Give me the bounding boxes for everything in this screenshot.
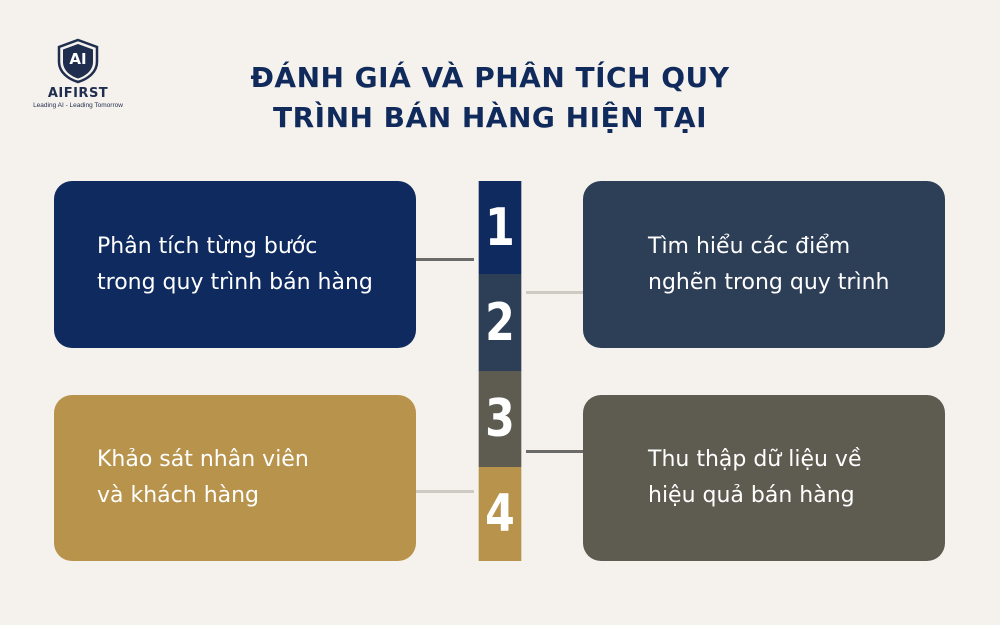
shield-icon	[57, 38, 99, 84]
step-card-1: Phân tích từng bước trong quy trình bán …	[54, 181, 416, 348]
brand-tagline: Leading AI - Leading Tomorrow	[33, 102, 123, 109]
page-title: ĐÁNH GIÁ VÀ PHÂN TÍCH QUY TRÌNH BÁN HÀNG…	[200, 58, 780, 138]
step-1-line-2: trong quy trình bán hàng	[97, 269, 373, 295]
title-line-2: TRÌNH BÁN HÀNG HIỆN TẠI	[272, 101, 707, 134]
logo-monogram: AI	[69, 50, 87, 68]
step-card-3: Khảo sát nhân viên và khách hàng	[54, 395, 416, 561]
title-line-1: ĐÁNH GIÁ VÀ PHÂN TÍCH QUY	[250, 61, 730, 94]
step-number-4: 4	[478, 467, 522, 561]
brand-name: AIFIRST	[47, 86, 109, 101]
step-4-line-1: Thu thập dữ liệu về	[648, 447, 862, 472]
step-4-line-2: hiệu quả bán hàng	[648, 483, 855, 508]
step-3-line-1: Khảo sát nhân viên	[97, 447, 309, 472]
step-number-1: 1	[478, 181, 522, 274]
step-3-line-2: và khách hàng	[97, 483, 260, 508]
brand-logo: AI AIFIRST Leading AI - Leading Tomorrow	[28, 38, 128, 109]
step-number-2: 2	[478, 274, 522, 371]
connector-2	[526, 291, 583, 294]
connector-4	[416, 490, 474, 493]
step-card-4: Thu thập dữ liệu về hiệu quả bán hàng	[583, 395, 945, 561]
step-1-line-1: Phân tích từng bước	[97, 233, 318, 259]
step-2-line-1: Tìm hiểu các điểm	[648, 233, 851, 259]
step-2-line-2: nghẽn trong quy trình	[648, 269, 890, 295]
connector-1	[416, 258, 474, 261]
connector-3	[526, 450, 583, 453]
step-card-2: Tìm hiểu các điểm nghẽn trong quy trình	[583, 181, 945, 348]
step-number-3: 3	[478, 371, 522, 467]
